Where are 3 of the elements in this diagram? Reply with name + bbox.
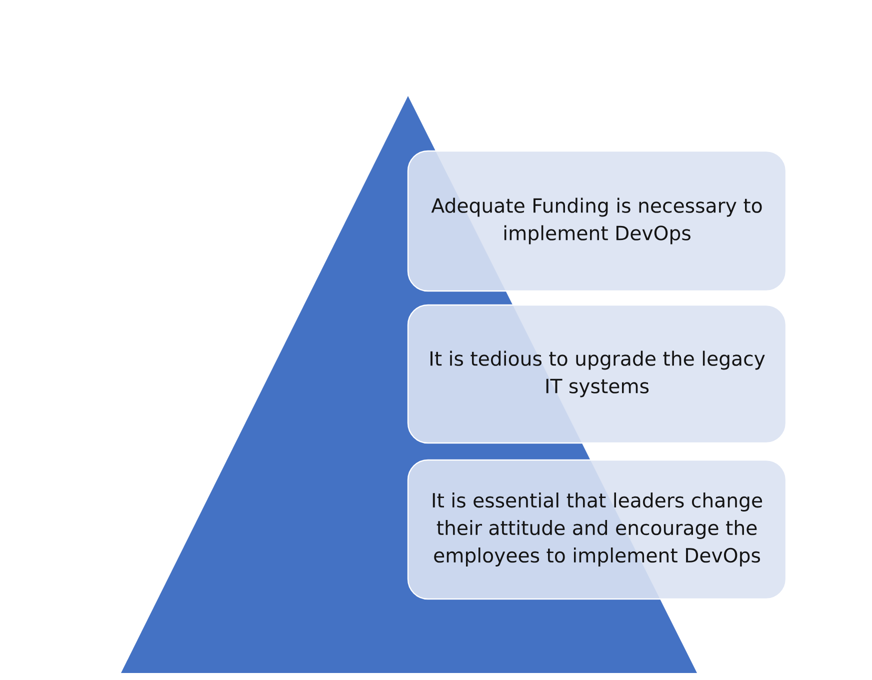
statement-box: It is tedious to upgrade the legacy IT systems <box>407 304 787 444</box>
statement-box: Adequate Funding is necessary to implement DevOps <box>407 150 787 292</box>
statement-box: It is essential that leaders change their attitude and encourage the employees to implement DevOps <box>407 459 787 600</box>
